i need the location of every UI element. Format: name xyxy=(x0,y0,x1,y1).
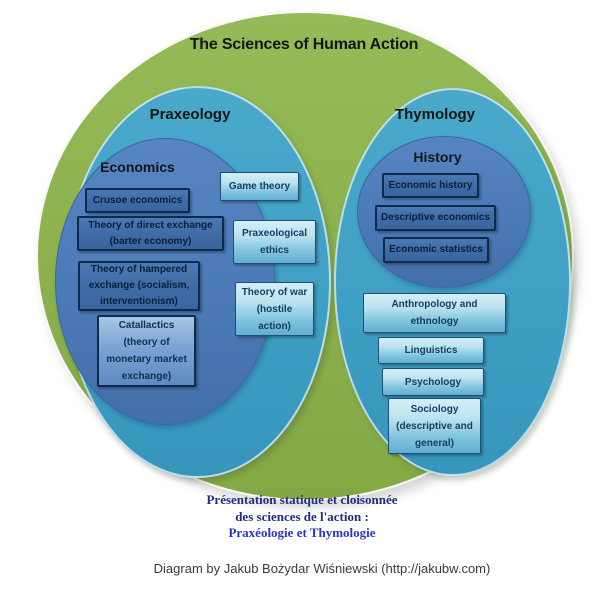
box-economic-history: Economic history xyxy=(382,173,479,198)
box-descriptive-economics: Descriptive economics xyxy=(375,205,496,231)
box-sociology: Sociology (descriptive and general) xyxy=(388,398,481,454)
economics-label: Economics xyxy=(100,159,175,175)
french-caption: Présentation statique et cloisonnée des … xyxy=(0,492,604,542)
box-anthropology-and-ethnology: Anthropology and ethnology xyxy=(363,293,506,333)
box-economic-statistics: Economic statistics xyxy=(383,237,489,263)
box-catallactics: Catallactics (theory of monetary market … xyxy=(97,315,196,387)
history-label: History xyxy=(413,149,462,165)
praxeology-label: Praxeology xyxy=(149,106,231,123)
box-theory-of-war: Theory of war (hostile action) xyxy=(235,282,314,336)
box-linguistics: Linguistics xyxy=(378,337,484,364)
box-crusoe-economics: Crusoe economics xyxy=(85,188,190,213)
diagram-title: The Sciences of Human Action xyxy=(189,36,419,53)
thymology-label: Thymology xyxy=(394,106,475,123)
box-game-theory: Game theory xyxy=(220,172,299,201)
box-psychology: Psychology xyxy=(382,368,484,396)
french-caption-line2: des sciences de l'action : xyxy=(235,508,369,524)
box-theory-of-direct-exchange: Theory of direct exchange (barter econom… xyxy=(77,216,224,251)
credit-line: Diagram by Jakub Bożydar Wiśniewski (htt… xyxy=(153,561,491,576)
french-caption-line1: Présentation statique et cloisonnée xyxy=(206,492,398,507)
box-praxeological-ethics: Praxeological ethics xyxy=(233,220,316,264)
box-theory-of-hampered-exchange: Theory of hampered exchange (socialism, … xyxy=(78,261,200,311)
french-caption-line3: Praxéologie et Thymologie xyxy=(228,525,376,540)
